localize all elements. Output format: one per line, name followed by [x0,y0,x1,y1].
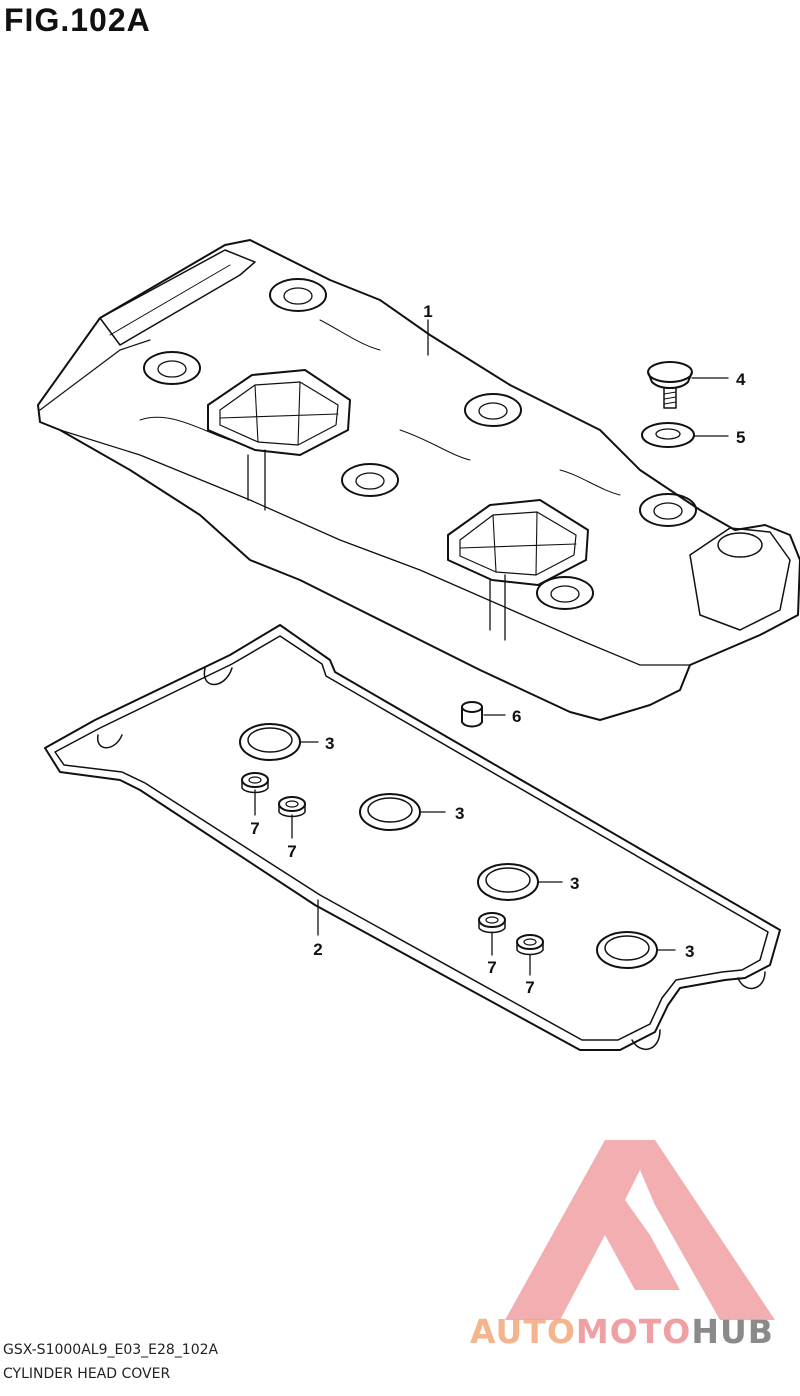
small-seals-drawing [241,772,544,956]
callout-7-seal-1: 7 [250,819,259,838]
callout-3-ring-4: 3 [685,942,694,961]
callout-7-seal-3: 7 [487,958,496,977]
callout-5: 5 [736,428,745,447]
callout-3-ring-1: 3 [325,734,334,753]
bolt-drawing [647,361,693,409]
seal-rings-drawing [239,723,658,969]
callout-6: 6 [512,707,521,726]
callout-2: 2 [313,940,322,959]
callout-7-seal-4: 7 [525,978,534,997]
callout-4: 4 [736,370,746,389]
callout-7-seal-2: 7 [287,842,296,861]
callout-3-ring-3: 3 [570,874,579,893]
dowel-pin-drawing [461,701,483,728]
watermark-triangle-icon [505,1140,775,1320]
cylinder-head-cover-drawing [37,239,800,721]
diagram-name: CYLINDER HEAD COVER [3,1366,171,1382]
leader-lines [254,319,729,976]
watermark-moto: MOTO [575,1312,692,1351]
diagram-code: GSX-S1000AL9_E03_E28_102A [3,1342,219,1358]
washer-drawing [641,422,695,448]
gasket-drawing [44,624,781,1051]
callout-3-ring-2: 3 [455,804,464,823]
callout-1: 1 [423,302,432,321]
figure-title: FIG.102A [4,2,151,38]
